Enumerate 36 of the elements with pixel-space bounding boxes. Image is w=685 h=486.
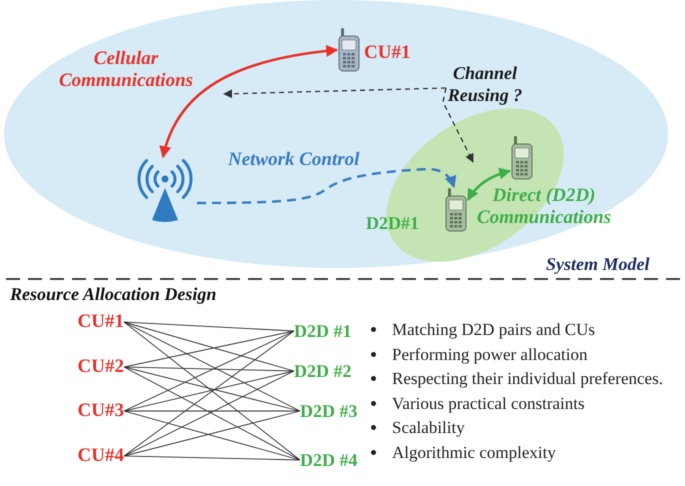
dashed-arrow: [197, 168, 456, 204]
phone-icon: [510, 136, 534, 180]
dashed-arrow: [223, 87, 446, 98]
connection-line: [124, 330, 294, 368]
user-label: CU#4: [74, 445, 124, 467]
device-label: CU#1: [364, 42, 410, 64]
user-label: CU#1: [74, 311, 124, 333]
pair-label: D2D #3: [300, 400, 362, 422]
edge-label: Network Control: [228, 149, 360, 171]
pair-label: D2D #2: [294, 360, 356, 382]
section-title: Resource Allocation Design: [10, 283, 216, 305]
pair-label: D2D #1: [294, 320, 356, 342]
annotation-label: Channel Reusing ?: [446, 62, 524, 106]
connection-line: [124, 410, 300, 412]
connection-line: [124, 322, 294, 372]
connection-line: [124, 456, 300, 460]
bullet-text: Algorithmic complexity: [392, 442, 556, 462]
bullet-text: Various practical constraints: [392, 392, 585, 414]
device-label: D2D#1: [366, 212, 419, 234]
dashed-arrow: [442, 88, 474, 163]
user-label: CU#3: [74, 400, 124, 422]
pair-label: D2D #4: [300, 449, 362, 471]
section-title: System Model: [546, 253, 650, 275]
user-label: CU#2: [74, 356, 124, 378]
bullet-text: Respecting their individual preferences.: [392, 368, 663, 389]
connection-line: [124, 366, 294, 372]
connection-line: [124, 322, 294, 332]
phone-icon: [444, 188, 468, 232]
arrow: [466, 168, 512, 202]
phone-icon: [338, 28, 360, 72]
edge-label: Cellular Communications: [58, 48, 194, 92]
bullet-text: Performing power allocation: [392, 344, 588, 364]
bullet-text: Matching D2D pairs and CUs: [392, 319, 596, 340]
arrow: [160, 45, 338, 158]
edge-label: Direct (D2D) Communications: [476, 185, 612, 229]
bullet-text: Scalability: [392, 417, 465, 438]
